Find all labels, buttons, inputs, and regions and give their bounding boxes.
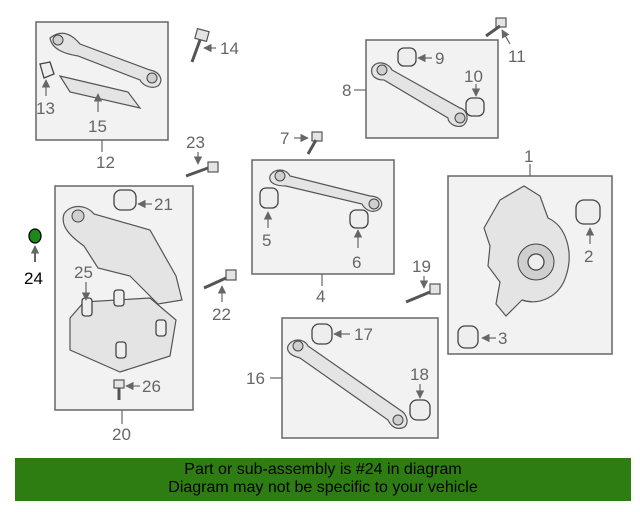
bushing-9 bbox=[397, 47, 417, 67]
bolt-23 bbox=[185, 161, 219, 178]
lateral-link-8 bbox=[371, 62, 468, 127]
callout-19: 19 bbox=[412, 257, 431, 276]
banner-line-1: Part or sub-assembly is #24 in diagram bbox=[184, 461, 462, 478]
bolt-14 bbox=[190, 27, 210, 63]
callout-8: 8 bbox=[342, 81, 351, 100]
callout-9: 9 bbox=[435, 49, 444, 68]
callout-22: 22 bbox=[212, 305, 231, 324]
callout-17: 17 bbox=[354, 325, 373, 344]
callout-23: 23 bbox=[186, 133, 205, 152]
callout-3: 3 bbox=[498, 329, 507, 348]
upper-control-arm bbox=[49, 32, 162, 88]
callout-11: 11 bbox=[508, 47, 526, 66]
bushing-13 bbox=[39, 61, 55, 79]
bushing-18 bbox=[409, 399, 431, 421]
callout-5: 5 bbox=[262, 231, 271, 250]
callout-21: 21 bbox=[154, 195, 173, 214]
callout-4: 4 bbox=[316, 287, 325, 306]
trailing-link-16 bbox=[287, 339, 408, 429]
bushing-2 bbox=[575, 199, 601, 225]
part-24-highlighted[interactable]: 24 bbox=[24, 228, 43, 288]
bolt-22 bbox=[203, 269, 237, 290]
bushing-5 bbox=[259, 187, 279, 209]
bushing-3 bbox=[457, 325, 479, 349]
bolt-26 bbox=[113, 379, 125, 400]
assembly-box-4 bbox=[251, 159, 395, 275]
callout-18: 18 bbox=[410, 365, 429, 384]
callout-6: 6 bbox=[352, 253, 361, 272]
assembly-box-8 bbox=[365, 39, 499, 139]
callout-2: 2 bbox=[584, 247, 593, 266]
info-banner: Part or sub-assembly is #24 in diagram D… bbox=[15, 458, 631, 501]
callout-24: 24 bbox=[24, 269, 43, 288]
bushing-21 bbox=[113, 189, 137, 211]
callout-16: 16 bbox=[246, 369, 265, 388]
bushing-17 bbox=[311, 323, 333, 345]
callout-12: 12 bbox=[96, 153, 115, 172]
callout-13: 13 bbox=[36, 99, 55, 118]
callout-20: 20 bbox=[112, 425, 131, 444]
bolt-11 bbox=[485, 17, 507, 38]
toe-link-4 bbox=[269, 169, 383, 212]
shield-25 bbox=[69, 297, 177, 373]
bolt-7 bbox=[306, 131, 323, 155]
banner-line-2: Diagram may not be specific to your vehi… bbox=[168, 479, 478, 496]
callout-7: 7 bbox=[280, 129, 289, 148]
callout-15: 15 bbox=[88, 117, 107, 136]
bushing-6 bbox=[349, 209, 369, 229]
lower-control-arm bbox=[62, 205, 183, 305]
bolt-19 bbox=[405, 283, 441, 304]
parts-diagram: 13 15 12 14 9 10 8 11 7 23 bbox=[24, 17, 613, 444]
callout-26: 26 bbox=[142, 377, 161, 396]
assembly-box-12 bbox=[35, 21, 169, 141]
callout-14: 14 bbox=[220, 39, 239, 58]
assembly-box-20 bbox=[54, 185, 194, 411]
cover-15 bbox=[58, 75, 142, 109]
bushing-10 bbox=[465, 97, 485, 117]
callout-1: 1 bbox=[524, 147, 533, 166]
assembly-box-1 bbox=[447, 175, 613, 355]
assembly-box-16 bbox=[281, 317, 439, 439]
callout-10: 10 bbox=[464, 67, 483, 86]
callout-25: 25 bbox=[74, 263, 93, 282]
